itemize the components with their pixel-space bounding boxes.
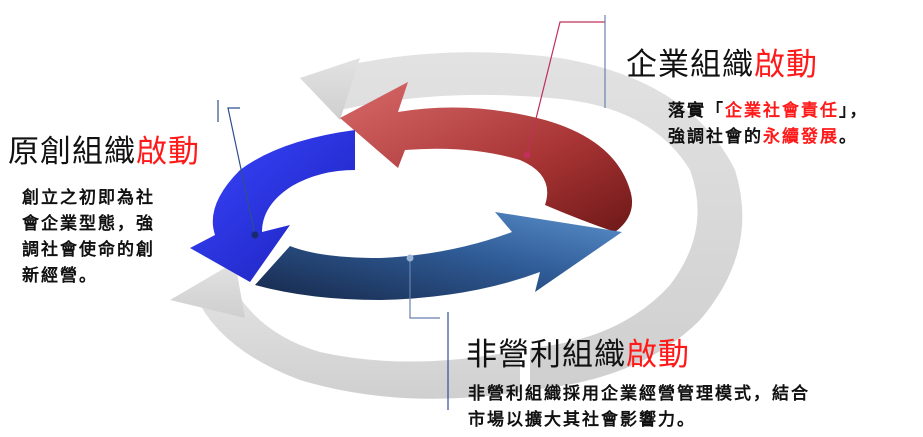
- enterprise-title-highlight: 啟動: [754, 47, 818, 83]
- nonprofit-stage-title: 非營利組織啟動: [466, 340, 690, 371]
- original-title-highlight: 啟動: [136, 134, 200, 170]
- nonprofit-title-main: 非營利組織: [466, 337, 626, 373]
- enterprise-stage-title: 企業組織啟動: [626, 50, 818, 81]
- nonprofit-title-highlight: 啟動: [626, 337, 690, 373]
- enterprise-desc-text-2: 」，: [839, 101, 869, 121]
- enterprise-desc-text-4: 。: [839, 127, 858, 147]
- enterprise-description: 落實「企業社會責任」， 強調社會的永續發展。: [668, 98, 869, 150]
- original-title-main: 原創組織: [8, 134, 136, 170]
- enterprise-desc-highlight-2: 永續發展: [763, 127, 839, 147]
- enterprise-callout: [523, 15, 606, 159]
- gray-background-ring: [170, 52, 743, 399]
- original-desc-line: 調社會使命的創: [22, 240, 155, 260]
- original-callout: [217, 100, 259, 239]
- blue-left-cycle-arrow: [190, 130, 355, 282]
- original-description: 創立之初即為社 會企業型態，強 調社會使命的創 新經營。: [22, 185, 155, 289]
- enterprise-desc-highlight-1: 企業社會責任: [725, 101, 839, 121]
- original-desc-line: 會企業型態，強: [22, 214, 155, 234]
- original-desc-line: 新經營。: [22, 266, 98, 286]
- enterprise-title-main: 企業組織: [626, 47, 754, 83]
- original-stage-title: 原創組織啟動: [8, 137, 200, 168]
- nonprofit-desc-line: 市場以擴大其社會影響力。: [468, 410, 696, 430]
- original-desc-line: 創立之初即為社: [22, 188, 155, 208]
- enterprise-desc-text-1: 落實「: [668, 101, 725, 121]
- enterprise-desc-text-3: 強調社會的: [668, 127, 763, 147]
- blue-bottom-cycle-arrow: [255, 212, 622, 300]
- red-cycle-arrow: [340, 82, 633, 232]
- nonprofit-desc-line: 非營利組織採用企業經營管理模式，結合: [468, 384, 810, 404]
- nonprofit-description: 非營利組織採用企業經營管理模式，結合 市場以擴大其社會影響力。: [468, 381, 810, 433]
- nonprofit-callout: [406, 254, 449, 410]
